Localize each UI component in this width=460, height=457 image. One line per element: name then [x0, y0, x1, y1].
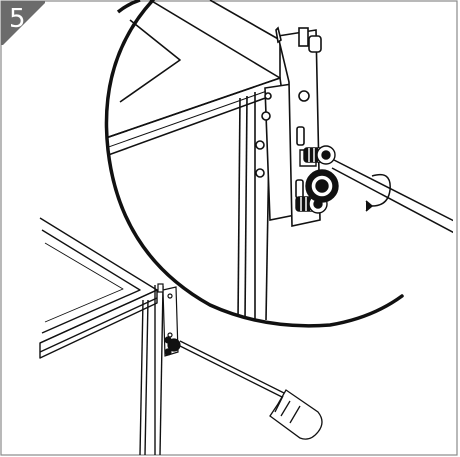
step-number: 5: [9, 4, 26, 34]
furniture-frame: [39, 217, 164, 456]
mounting-bracket: [157, 283, 181, 357]
magnifier-top-edge: [116, 0, 141, 14]
magnifier-circle: [104, 0, 404, 328]
zoom-screwdriver-shaft: [331, 159, 453, 237]
step-badge: [1, 1, 45, 45]
screwdriver: [177, 340, 323, 440]
zoom-screws: [295, 145, 339, 214]
rotation-arrow-icon: [365, 173, 391, 212]
